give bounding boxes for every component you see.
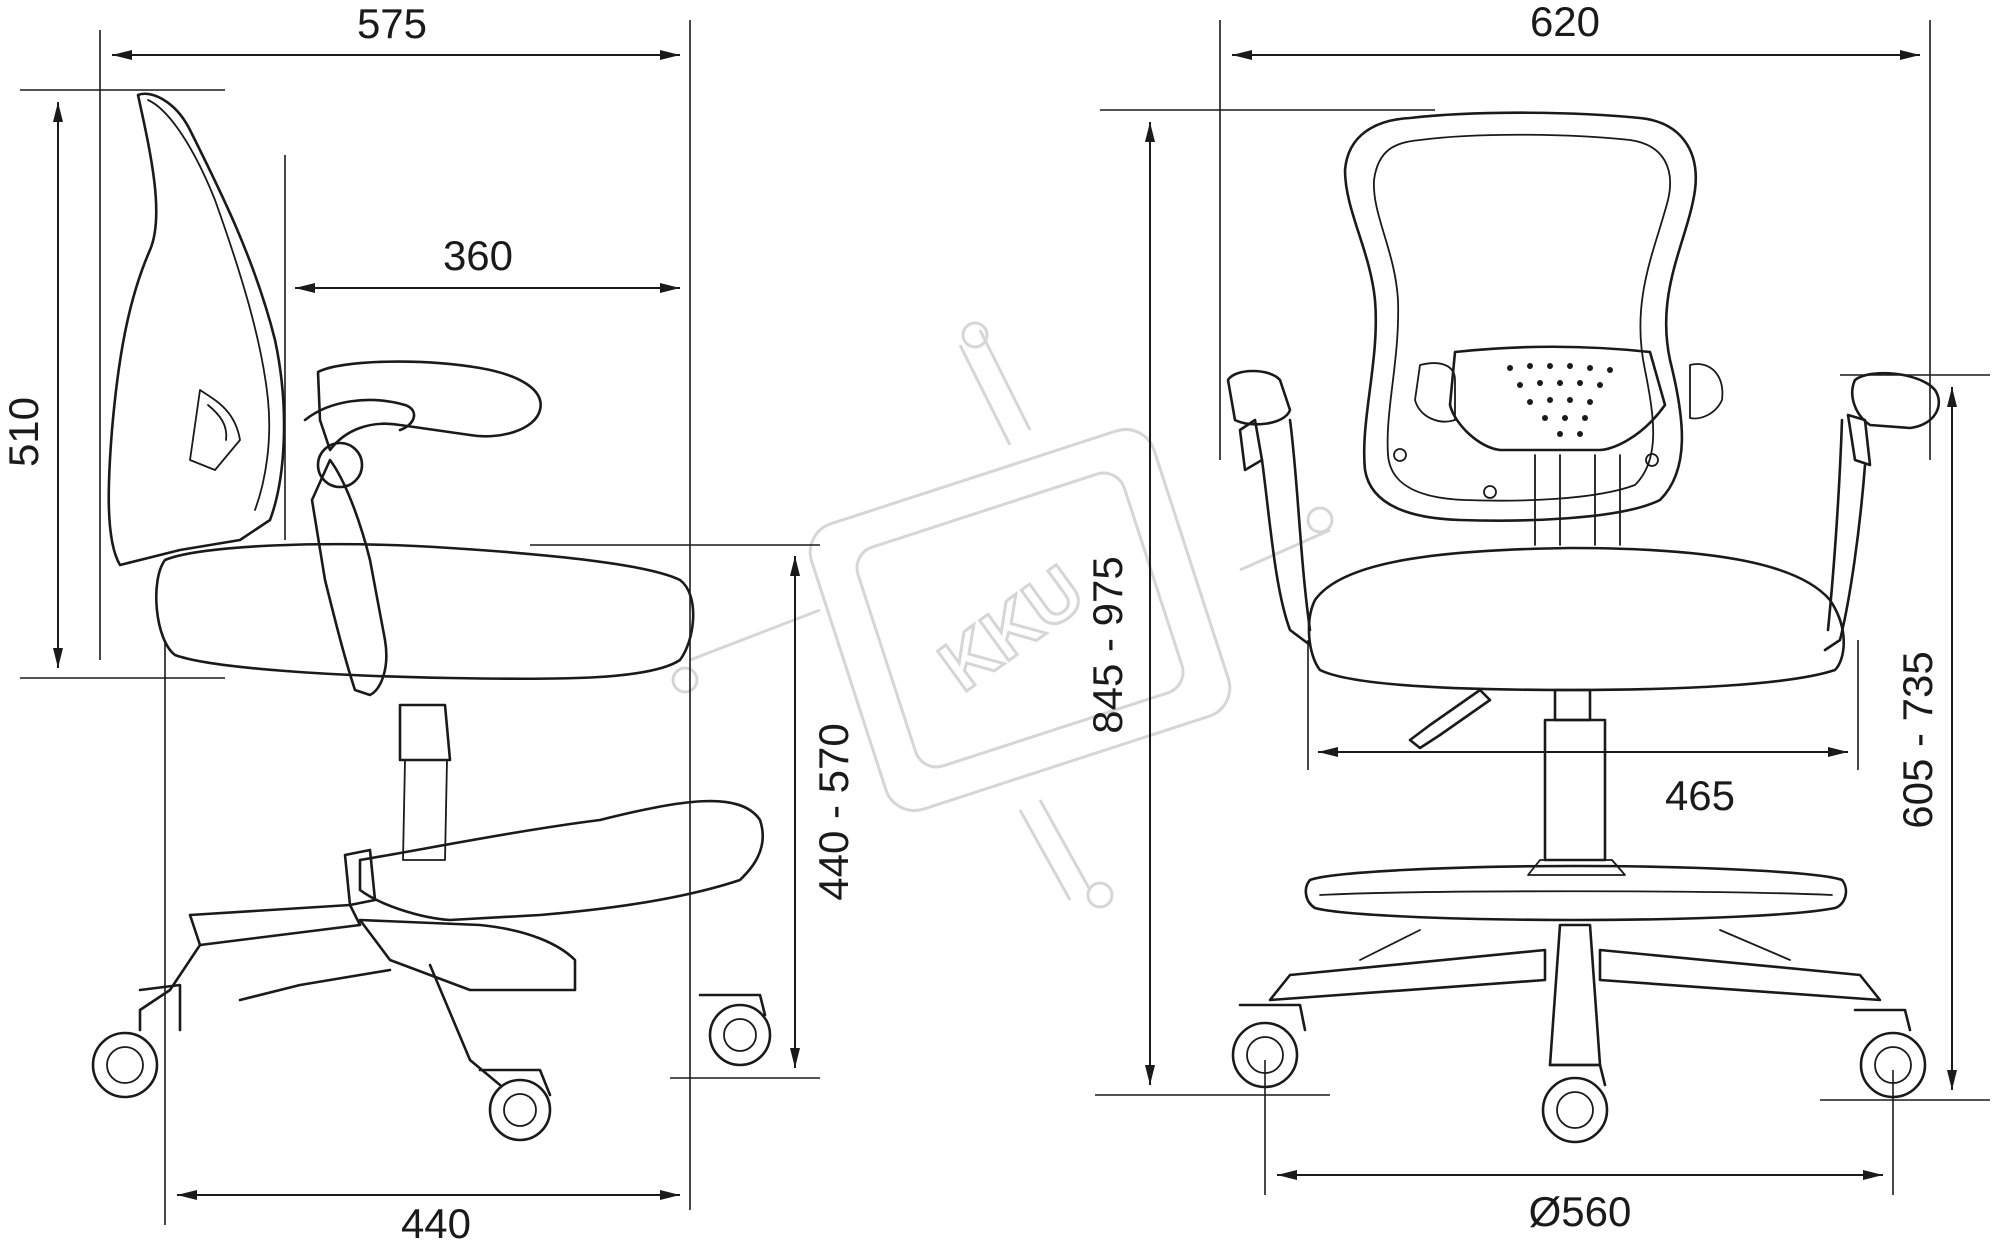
front-view-chair-outline (1226, 111, 1941, 1144)
front-base-diameter-label: Ø560 (1529, 1188, 1632, 1235)
side-backrest-height-label: 510 (0, 397, 47, 467)
front-view-dimensions: 620 845 - 975 465 605 - 735 Ø560 (1084, 0, 1990, 1235)
side-overall-depth-label: 575 (357, 0, 427, 47)
side-armrest-depth-label: 360 (443, 232, 513, 279)
side-view-dimensions: 575 360 510 440 - 570 440 (0, 0, 857, 1244)
front-overall-width-label: 620 (1530, 0, 1600, 45)
side-base-depth-label: 440 (401, 1200, 471, 1244)
watermark-text: KKU (925, 550, 1098, 706)
lumbar-dots (1507, 363, 1613, 437)
side-seat-height-label: 440 - 570 (810, 723, 857, 900)
front-overall-height-label: 845 - 975 (1084, 556, 1131, 733)
side-view-chair-outline (91, 92, 772, 1142)
front-armrest-height-label: 605 - 735 (1894, 651, 1941, 828)
front-seat-width-label: 465 (1665, 772, 1735, 819)
